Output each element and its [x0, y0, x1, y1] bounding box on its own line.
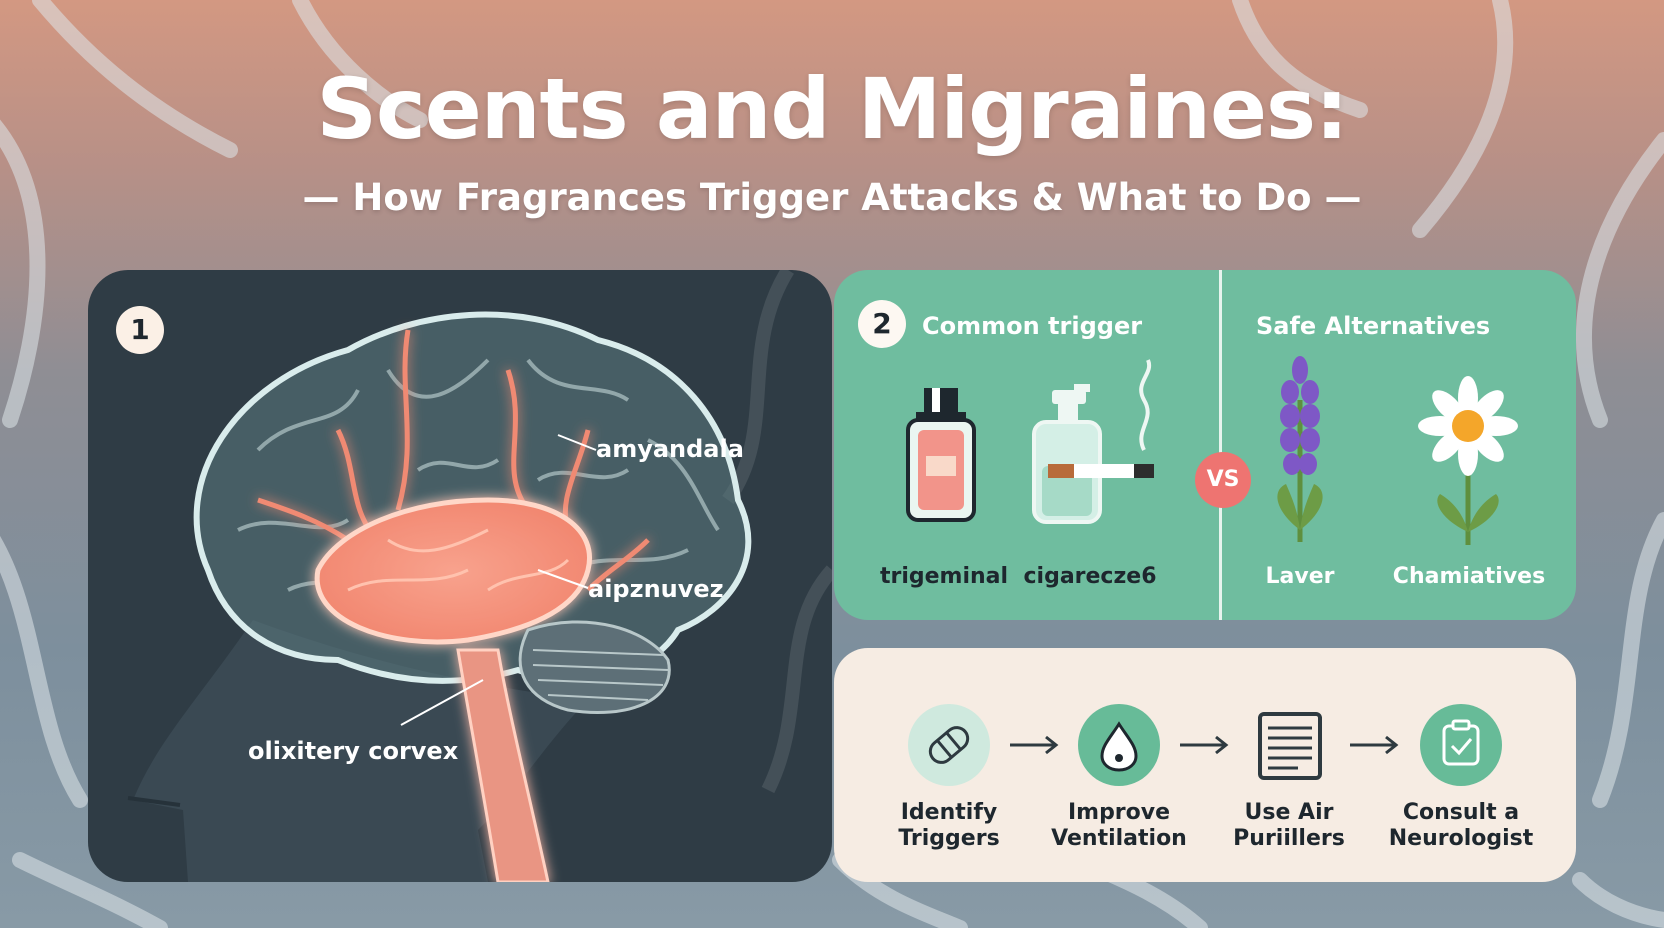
- arrow-right-icon: [1010, 735, 1059, 755]
- vs-badge: VS: [1195, 452, 1251, 508]
- label-amygdala: amyandala: [596, 435, 744, 463]
- step-1-label: Identify Triggers: [874, 800, 1024, 852]
- trigger-illustrations: [906, 356, 1518, 545]
- arrow-right-icon: [1180, 735, 1229, 755]
- label-cortex: olixitery corvex: [248, 737, 459, 765]
- bandage-icon: [908, 704, 990, 786]
- step-3-line1: Use Air: [1244, 800, 1334, 825]
- step-3-label: Use Air Puriillers: [1214, 800, 1364, 852]
- clipboard-check-icon: [1420, 704, 1502, 786]
- document-icon: [1248, 704, 1330, 786]
- page-title: Scents and Migraines:: [316, 60, 1348, 158]
- perfume-bottle-icon: [906, 388, 976, 522]
- step-1-line2: Triggers: [898, 826, 1000, 851]
- step-3-line2: Puriillers: [1233, 826, 1345, 851]
- arrow-right-icon: [1350, 735, 1399, 755]
- step-1-line1: Identify: [900, 800, 998, 825]
- vs-divider: [1219, 270, 1222, 620]
- alternative-label-2: Chamiatives: [1392, 564, 1546, 589]
- step-4-line1: Consult a: [1402, 800, 1520, 825]
- step-2-label: Improve Ventilation: [1044, 800, 1194, 852]
- trigger-label-2: cigarecze6: [1023, 564, 1157, 589]
- step-badge-1: 1: [116, 306, 164, 354]
- step-2-line1: Improve: [1067, 800, 1171, 825]
- page-subtitle: — How Fragrances Trigger Attacks & What …: [302, 176, 1362, 219]
- alternative-label-1: Laver: [1265, 564, 1335, 589]
- cigarette-icon: [1048, 359, 1154, 478]
- spray-bottle-icon: [1032, 384, 1102, 524]
- brain-panel: 1 amyandala aipznuvez olixitery corvex: [88, 270, 832, 882]
- step-4-line2: Neurologist: [1388, 826, 1534, 851]
- brain-illustration: [127, 270, 832, 882]
- trigger-heading: Common trigger: [922, 312, 1143, 340]
- trigger-label-1: trigeminal: [879, 564, 1009, 589]
- chamomile-icon: [1418, 376, 1518, 545]
- drop-icon: [1078, 704, 1160, 786]
- lavender-icon: [1277, 356, 1323, 542]
- step-4-label: Consult a Neurologist: [1386, 800, 1536, 852]
- alternatives-heading: Safe Alternatives: [1256, 312, 1491, 340]
- trigger-panel: 2 Common trigger Safe Alternatives: [834, 270, 1576, 620]
- label-second-region: aipznuvez: [588, 575, 724, 603]
- steps-panel: Identify Triggers Improve Ventilation: [834, 648, 1576, 882]
- step-badge-2: 2: [858, 300, 906, 348]
- step-2-line2: Ventilation: [1051, 826, 1187, 851]
